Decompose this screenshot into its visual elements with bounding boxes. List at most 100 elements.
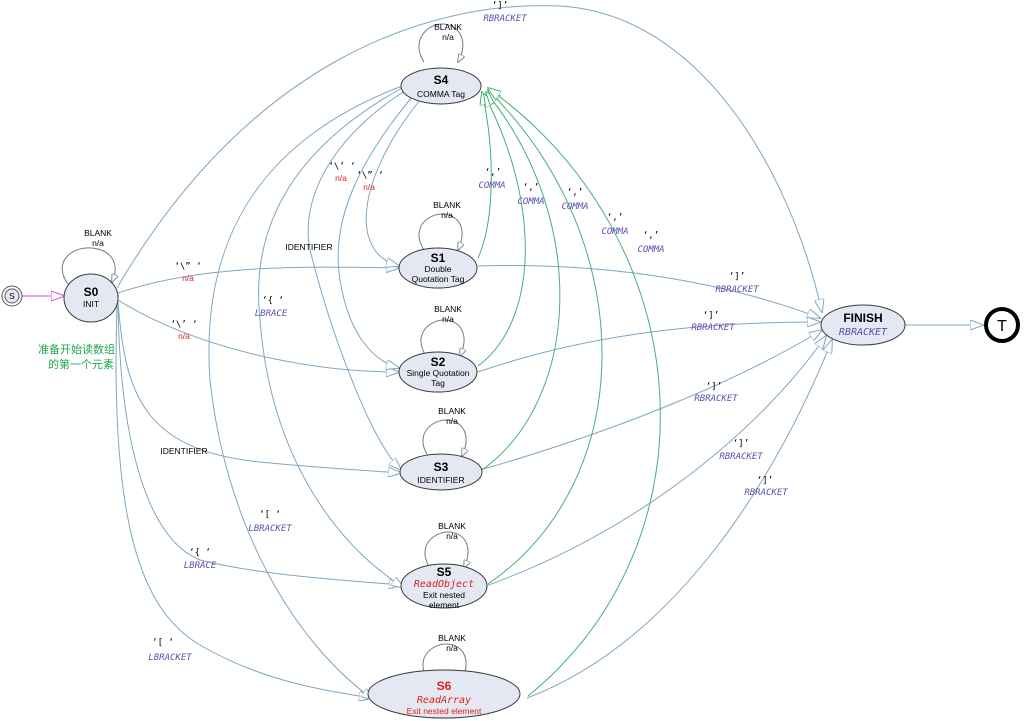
svg-text:Exit nested: Exit nested xyxy=(423,590,465,600)
edge-label-chars: ‘]’ xyxy=(733,439,749,449)
edge-label-token: LBRACE xyxy=(184,561,217,571)
svg-text:S2: S2 xyxy=(431,355,446,369)
note-line2: 的第一个元素 xyxy=(48,357,114,371)
edge-s6-s4-comma xyxy=(488,88,661,697)
edge-label-token: RBRACKET xyxy=(715,285,759,295)
edge-label-value: n/a xyxy=(182,273,194,283)
svg-text:element: element xyxy=(429,600,460,610)
svg-text:ReadObject: ReadObject xyxy=(414,579,474,590)
edge-label-chars: ‘{ ‘ xyxy=(189,548,211,558)
edge-label-chars: ‘,’ xyxy=(567,188,583,198)
edge-label-token: LBRACKET xyxy=(148,653,192,663)
svg-text:BLANK: BLANK xyxy=(438,406,466,416)
svg-text:T: T xyxy=(997,318,1007,335)
edge-label-token: COMMA xyxy=(517,197,544,207)
self-loop-s2 xyxy=(420,319,464,356)
self-loop-s5 xyxy=(424,531,468,568)
edge-label-chars: ‘[ ‘ xyxy=(259,510,281,520)
edge-label-chars: ‘[ ‘ xyxy=(152,638,174,648)
svg-text:INIT: INIT xyxy=(83,299,99,309)
edge-s2-s4-comma xyxy=(477,94,526,367)
edge-s0-finish xyxy=(116,5,822,312)
svg-text:Tag: Tag xyxy=(431,378,445,388)
edge-label-chars: ‘\’ ‘ xyxy=(170,320,197,330)
edge-s0-s2 xyxy=(117,299,399,372)
svg-text:RBRACKET: RBRACKET xyxy=(839,327,888,338)
state-s0: S0 INIT BLANK n/a xyxy=(63,228,119,323)
edge-label-token: RBRACKET xyxy=(483,14,527,24)
svg-text:S: S xyxy=(9,291,15,301)
svg-text:n/a: n/a xyxy=(446,643,458,653)
svg-text:BLANK: BLANK xyxy=(438,521,466,531)
svg-text:Double: Double xyxy=(425,264,452,274)
edge-s5-s4-comma xyxy=(488,90,603,585)
edge-s3-s4-comma xyxy=(481,92,561,471)
edge-label-token: COMMA xyxy=(601,227,628,237)
edge-label-chars: ‘,’ xyxy=(485,168,501,178)
edge-s4-s2 xyxy=(337,96,413,368)
edge-label-chars: ‘]’ xyxy=(492,1,508,11)
svg-text:n/a: n/a xyxy=(442,32,454,42)
state-terminal: T xyxy=(984,307,1020,343)
state-s2: S2 Single Quotation Tag BLANK n/a xyxy=(398,304,478,393)
svg-text:S3: S3 xyxy=(434,460,449,474)
state-s4: S4 COMMA Tag BLANK n/a xyxy=(400,22,482,105)
edge-label-text: IDENTIFIER xyxy=(160,446,207,456)
edge-s5-finish xyxy=(485,336,826,587)
edge-label-value: n/a xyxy=(363,182,375,192)
edge-label-token: RBRACKET xyxy=(691,323,735,333)
edge-s0-s6 xyxy=(115,305,372,698)
svg-text:n/a: n/a xyxy=(441,210,453,220)
edge-label-token: LBRACE xyxy=(255,309,288,319)
edge-s4-s6 xyxy=(208,85,403,700)
edge-s4-s1-identifier xyxy=(307,91,404,470)
edge-label-token: COMMA xyxy=(637,245,664,255)
self-loop-s3 xyxy=(422,419,466,456)
svg-text:n/a: n/a xyxy=(446,531,458,541)
edge-s1-s4-comma xyxy=(477,92,492,259)
edge-s4-s5 xyxy=(258,87,404,588)
self-loop-s0 xyxy=(61,247,115,285)
edge-label-value: n/a xyxy=(178,331,190,341)
self-loop-s6 xyxy=(422,643,466,680)
edge-label-text: IDENTIFIER xyxy=(285,242,332,252)
edge-label-chars: ‘]’ xyxy=(706,382,722,392)
note-line1: 准备开始读数组 xyxy=(38,342,115,356)
svg-text:BLANK: BLANK xyxy=(434,304,462,314)
edge-label-token: RBRACKET xyxy=(694,394,738,404)
edge-s2-finish xyxy=(477,322,820,373)
svg-text:S4: S4 xyxy=(434,73,449,87)
edge-label-chars: ‘,’ xyxy=(643,231,659,241)
edge-s6-finish xyxy=(526,340,832,699)
edge-label-chars: ‘\” ‘ xyxy=(174,262,201,272)
edge-s0-s5 xyxy=(117,303,402,585)
edge-label-token: COMMA xyxy=(478,181,505,191)
svg-text:COMMA Tag: COMMA Tag xyxy=(417,89,465,99)
edge-label-token: RBRACKET xyxy=(744,488,788,498)
edge-label-token: LBRACKET xyxy=(248,524,292,534)
self-loop-s4 xyxy=(418,23,463,62)
state-s6: S6 ReadArray Exit nested element BLANK n… xyxy=(367,633,521,719)
state-s3: S3 IDENTIFIER BLANK n/a xyxy=(399,406,483,491)
edge-s1-finish xyxy=(477,264,820,318)
edge-label-chars: ‘]’ xyxy=(729,272,745,282)
svg-text:FINISH: FINISH xyxy=(843,311,882,325)
edge-s0-s3 xyxy=(117,301,401,473)
edge-label-chars: ‘,’ xyxy=(523,183,539,193)
svg-text:S6: S6 xyxy=(437,679,452,693)
svg-text:BLANK: BLANK xyxy=(433,200,461,210)
edge-label-chars: ‘\’ ‘ xyxy=(328,162,355,172)
svg-text:BLANK: BLANK xyxy=(84,228,112,238)
svg-text:IDENTIFIER: IDENTIFIER xyxy=(417,475,464,485)
state-start: S xyxy=(1,285,23,307)
state-s1: S1 Double Quotation Tag BLANK n/a xyxy=(398,200,478,289)
svg-text:BLANK: BLANK xyxy=(438,633,466,643)
edge-s4-s1 xyxy=(365,99,421,266)
svg-text:n/a: n/a xyxy=(446,416,458,426)
edge-label-chars: ‘\” ‘ xyxy=(356,171,383,181)
self-loop-s1 xyxy=(418,213,462,250)
edge-label-value: n/a xyxy=(335,173,347,183)
svg-text:ReadArray: ReadArray xyxy=(417,695,471,706)
svg-text:n/a: n/a xyxy=(442,314,454,324)
